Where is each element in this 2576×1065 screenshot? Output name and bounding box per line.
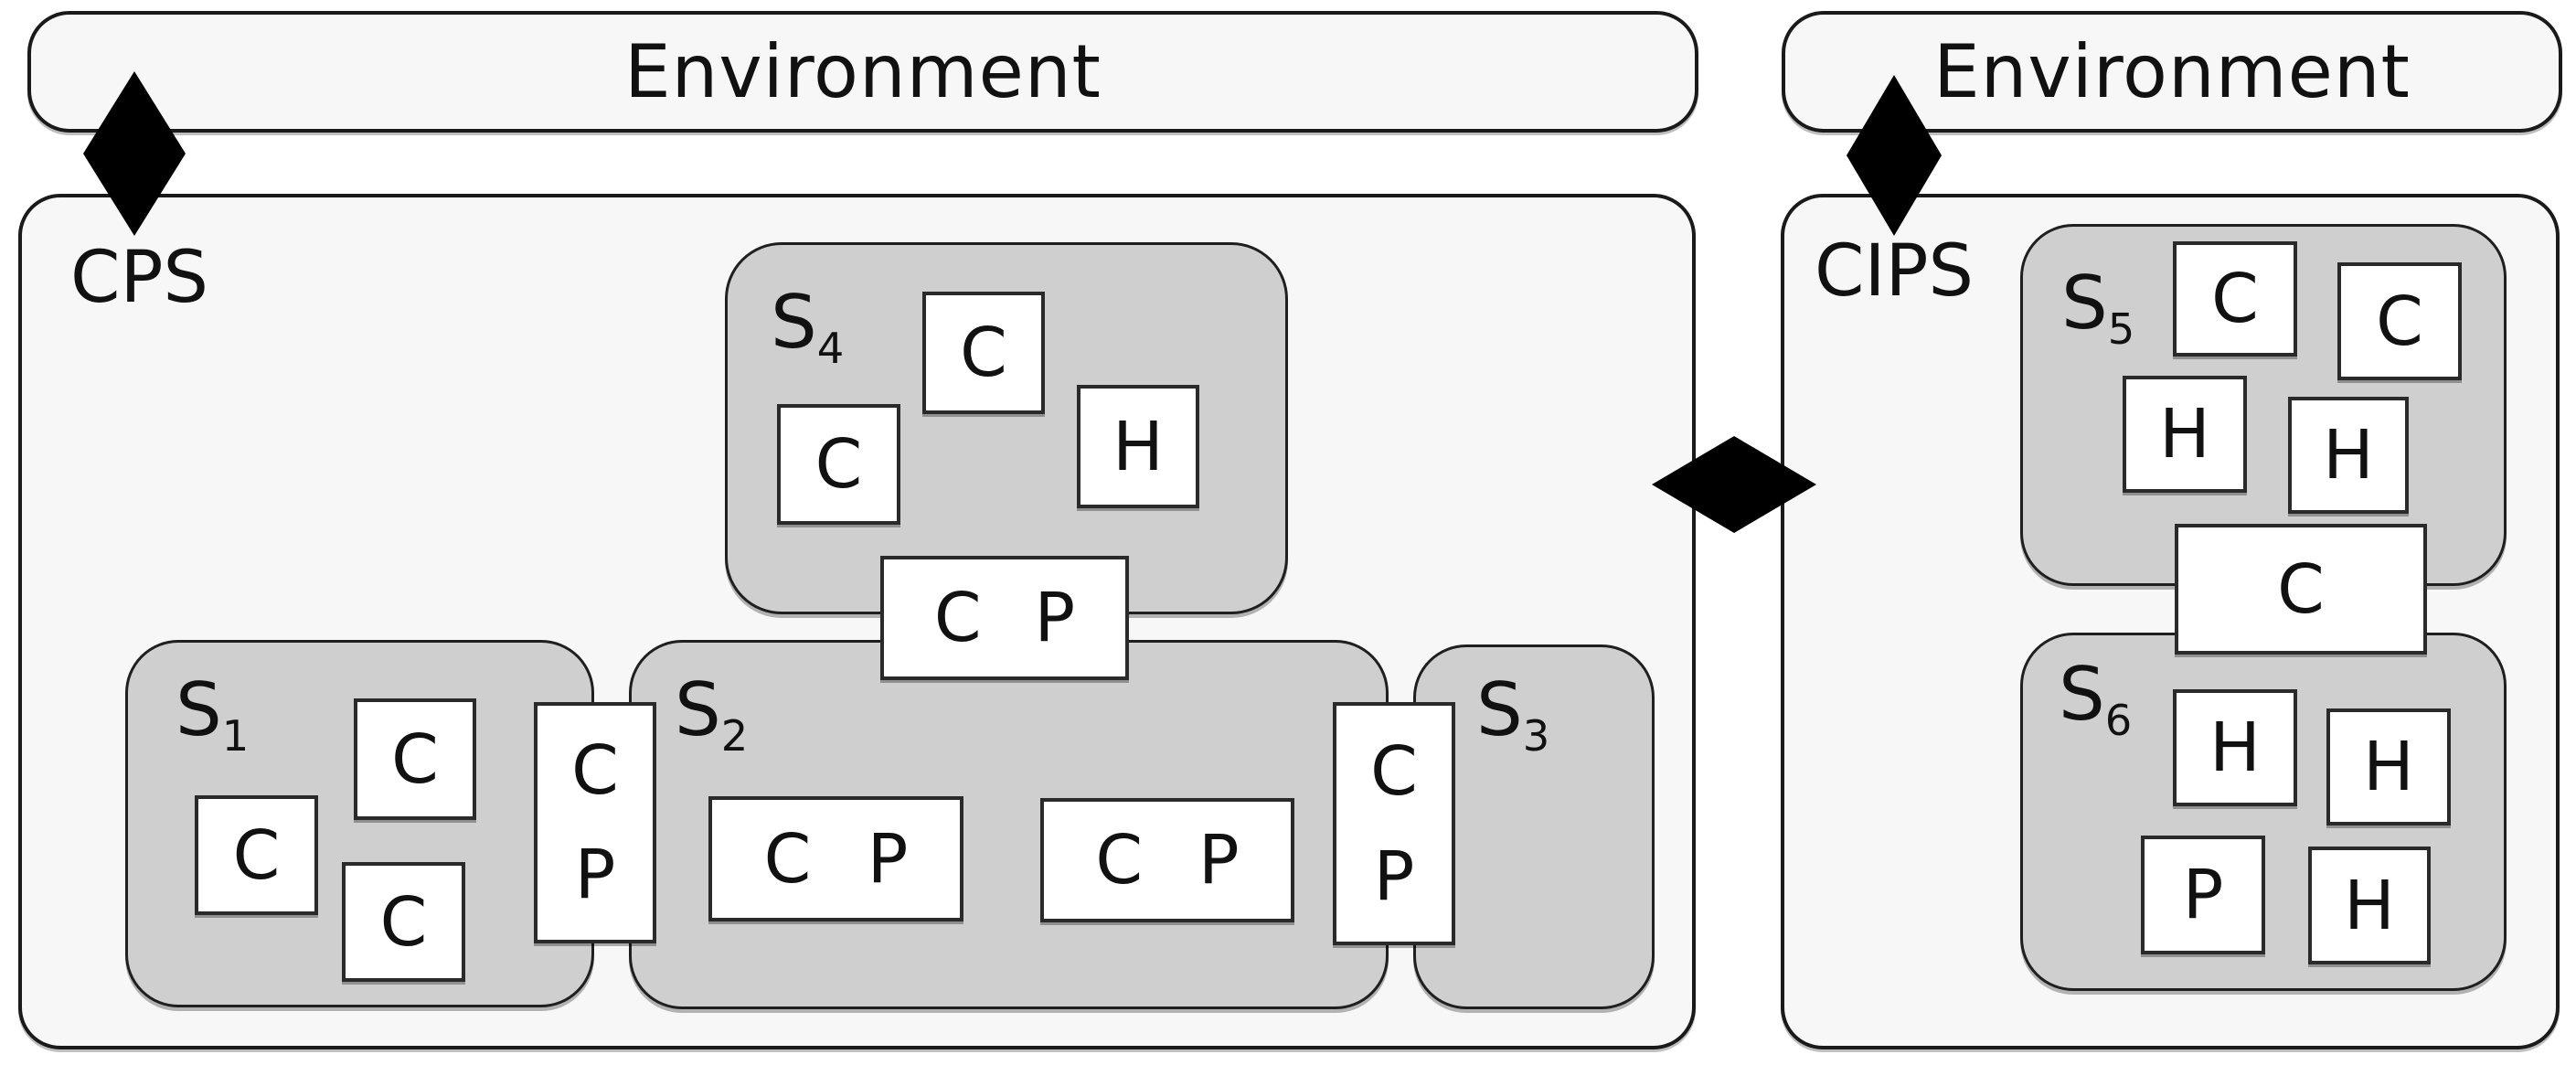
subsystem-s1-label: S1 <box>176 667 250 761</box>
s1-component-c-2: C <box>195 795 318 915</box>
cps-label: CPS <box>70 237 209 319</box>
s2-component-cp-1: C P <box>708 796 963 921</box>
subsystem-s5-label: S5 <box>2061 261 2135 354</box>
environment-label-left: Environment <box>624 29 1102 114</box>
s5-component-h-2: H <box>2288 397 2409 514</box>
environment-label-right: Environment <box>1933 29 2411 114</box>
s6-component-h-3: H <box>2308 847 2431 964</box>
subsystem-s4-label: S4 <box>771 280 845 373</box>
s4-component-c-1: C <box>922 292 1045 414</box>
cps-cips-link-diamond-icon <box>1652 436 1816 533</box>
s5-component-c-1: C <box>2173 241 2297 357</box>
interface-s1-s2-box: C P <box>534 702 656 943</box>
environment-box-left: Environment <box>27 11 1698 133</box>
cips-label: CIPS <box>1815 230 1975 313</box>
s5-component-c-2: C <box>2337 262 2462 380</box>
subsystem-s6-label: S6 <box>2059 652 2133 745</box>
environment-cips-link-diamond-icon <box>1847 75 1942 236</box>
interface-s2-s3-box: C P <box>1333 702 1455 945</box>
s1-component-c-1: C <box>354 698 476 820</box>
s5-component-h-1: H <box>2123 376 2247 493</box>
s6-component-p-1: P <box>2141 836 2265 954</box>
s6-component-h-2: H <box>2326 708 2451 825</box>
subsystem-s3-label: S3 <box>1476 667 1550 761</box>
s6-component-h-1: H <box>2173 689 2297 806</box>
s4-component-h-1: H <box>1077 385 1199 508</box>
interface-s4-s2-box: C P <box>880 556 1129 680</box>
s4-component-c-2: C <box>777 404 900 525</box>
subsystem-s2-label: S2 <box>675 667 749 761</box>
s1-component-c-3: C <box>342 862 465 982</box>
environment-box-right: Environment <box>1782 11 2562 133</box>
interface-s5-s6-box: C <box>2175 524 2427 655</box>
s2-component-cp-2: C P <box>1040 798 1294 922</box>
environment-cps-link-diamond-icon <box>83 71 186 236</box>
